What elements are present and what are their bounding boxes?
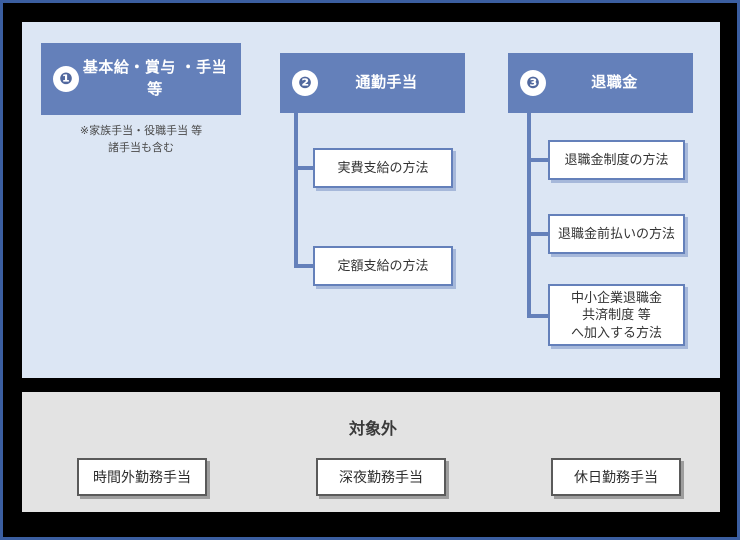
- category-header-2[interactable]: ❷ 通勤手当: [280, 53, 465, 113]
- connector-branch-3c: [527, 314, 550, 318]
- category-number-2-icon: ❷: [292, 70, 318, 96]
- excluded-item-label: 深夜勤務手当: [339, 469, 423, 485]
- category-title-2: 通勤手当: [355, 74, 418, 92]
- sub-item-label: 退職金前払いの方法: [557, 226, 675, 242]
- connector-vertical-3: [527, 113, 531, 318]
- sub-item-box[interactable]: 退職金前払いの方法: [548, 214, 685, 254]
- excluded-item-box[interactable]: 休日勤務手当: [551, 458, 681, 496]
- connector-branch-3a: [527, 158, 550, 162]
- sub-item-label: 実費支給の方法: [337, 160, 429, 176]
- sub-item-box[interactable]: 中小企業退職金 共済制度 等 へ加入する方法: [548, 284, 685, 346]
- sub-item-box[interactable]: 実費支給の方法: [313, 148, 453, 188]
- excluded-item-label: 時間外勤務手当: [93, 469, 191, 485]
- category-number-1-icon: ❶: [53, 66, 79, 92]
- category-header-3[interactable]: ❸ 退職金: [508, 53, 693, 113]
- category-title-1: 基本給・賞与 ・手当 等: [82, 59, 228, 98]
- excluded-section-title: 対象外: [348, 421, 397, 438]
- excluded-item-box[interactable]: 深夜勤務手当: [316, 458, 446, 496]
- sub-item-box[interactable]: 定額支給の方法: [313, 246, 453, 286]
- category-header-1[interactable]: ❶ 基本給・賞与 ・手当 等: [41, 43, 241, 115]
- sub-item-label: 定額支給の方法: [337, 258, 429, 274]
- connector-branch-2b: [294, 264, 315, 268]
- sub-item-box[interactable]: 退職金制度の方法: [548, 140, 685, 180]
- connector-branch-2a: [294, 166, 315, 170]
- sub-item-label: 中小企業退職金 共済制度 等 へ加入する方法: [570, 289, 662, 340]
- category-note-1: ※家族手当・役職手当 等 諸手当も含む: [79, 125, 203, 155]
- sub-item-label: 退職金制度の方法: [564, 152, 669, 168]
- connector-vertical-2: [294, 113, 298, 268]
- category-title-3: 退職金: [591, 74, 638, 92]
- excluded-item-label: 休日勤務手当: [574, 469, 658, 485]
- connector-branch-3b: [527, 232, 550, 236]
- category-number-3-icon: ❸: [520, 70, 546, 96]
- excluded-item-box[interactable]: 時間外勤務手当: [77, 458, 207, 496]
